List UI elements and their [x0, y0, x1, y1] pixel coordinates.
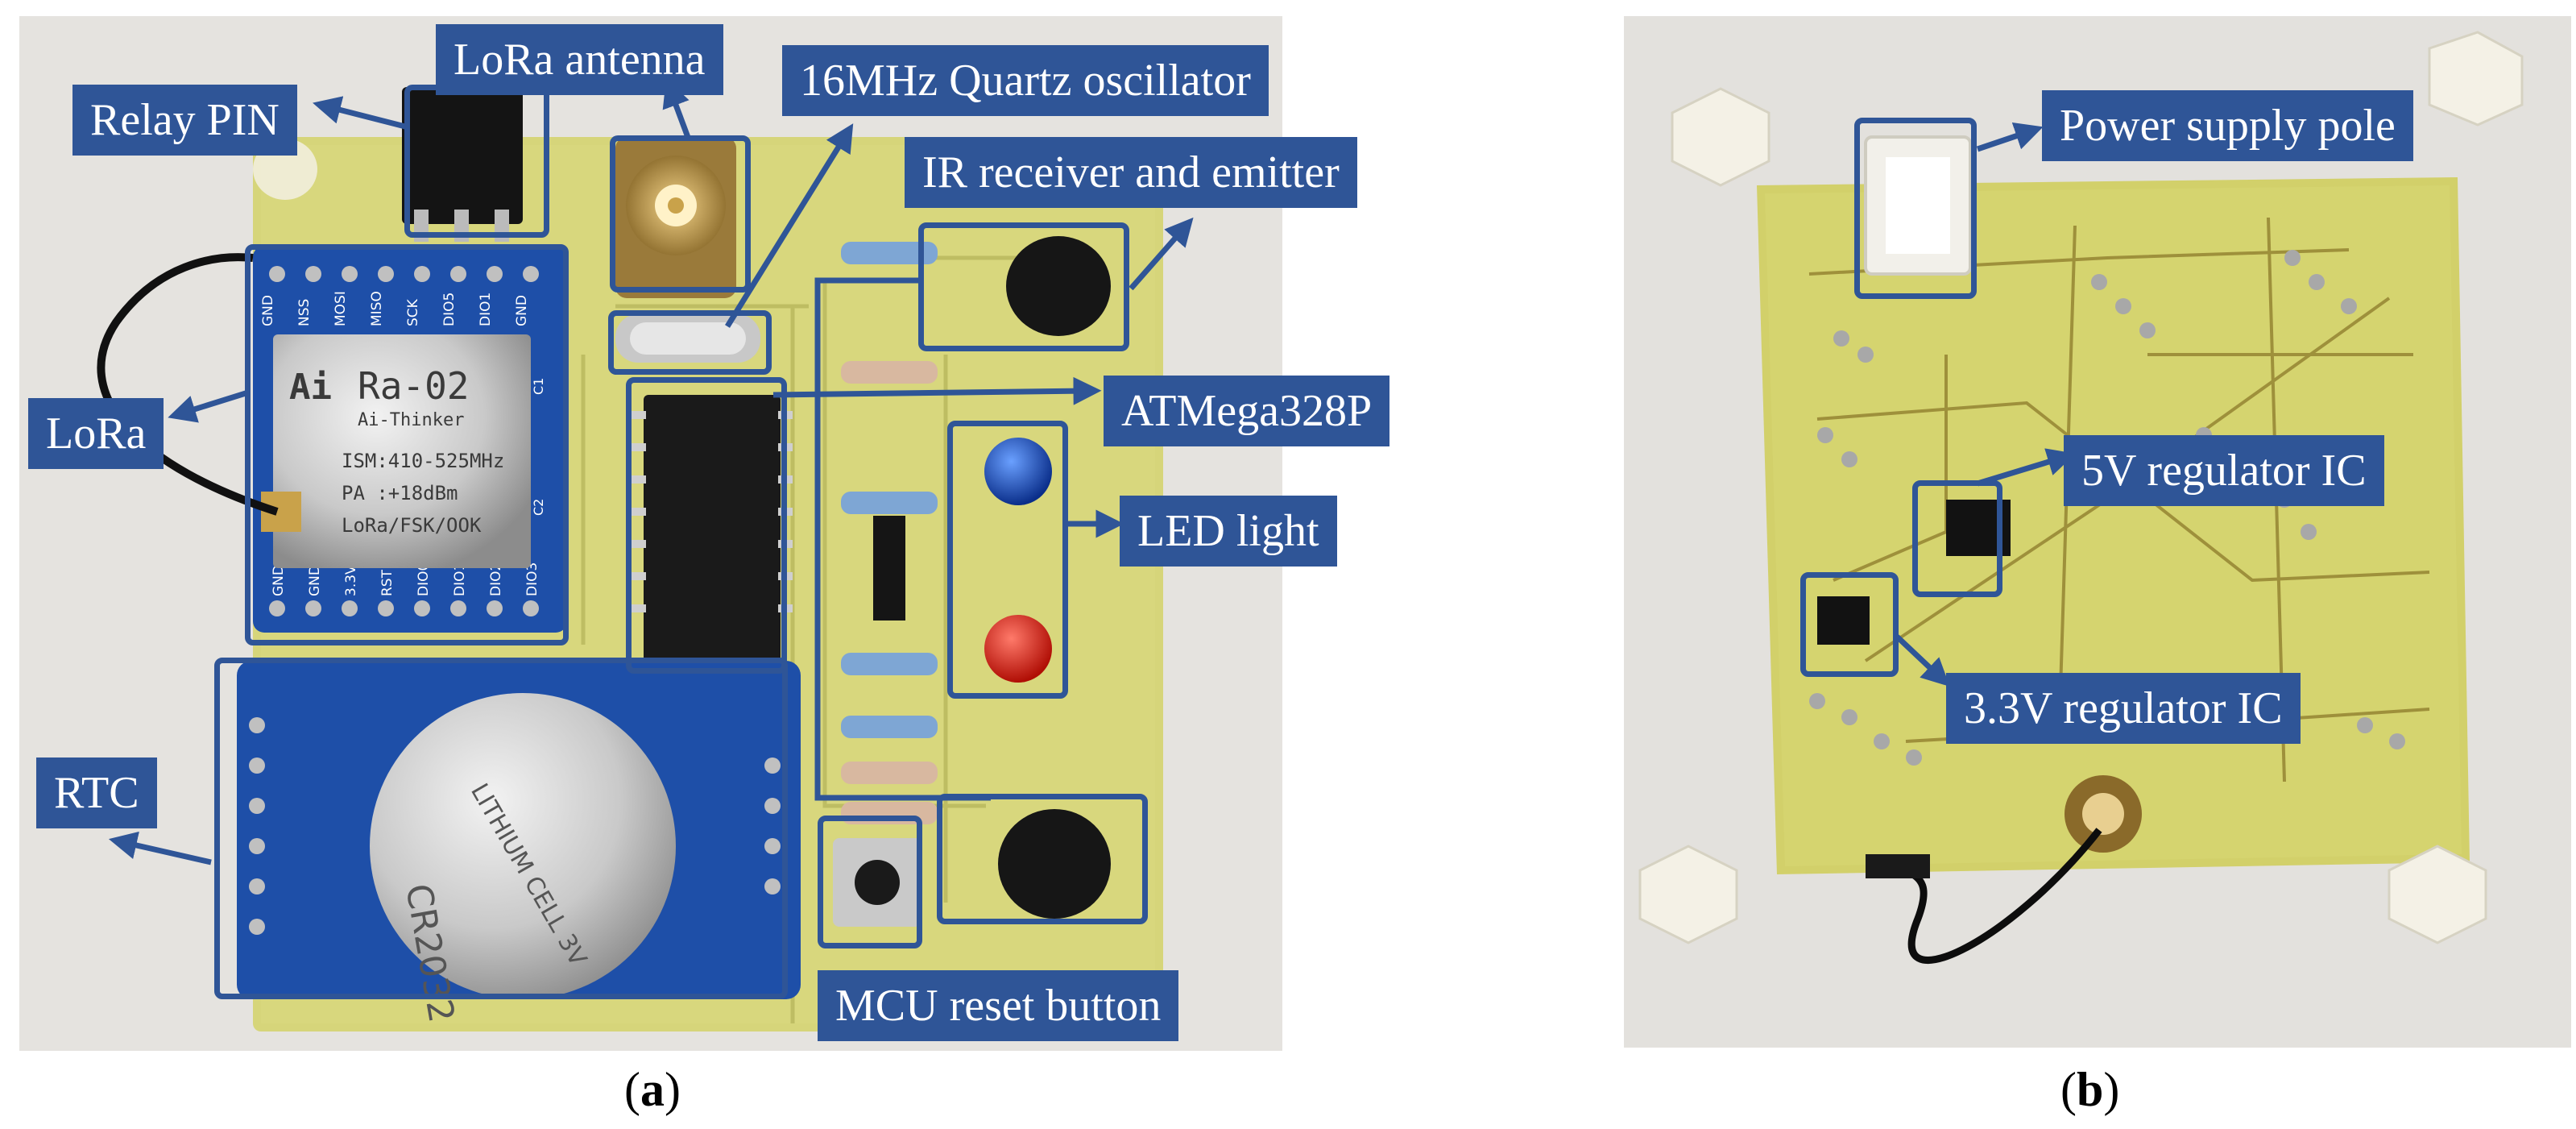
label-atmega: ATMega328P — [1104, 376, 1390, 446]
pin-label: GND — [271, 565, 287, 596]
pin-label: GND — [307, 565, 323, 596]
caption-a-letter: a — [640, 1063, 665, 1116]
box-3v3-regulator — [1800, 572, 1899, 677]
box-lora-module — [245, 244, 569, 645]
pin-label: DIO0 — [416, 562, 432, 596]
module-model: Ra-02 — [358, 364, 469, 408]
module-bottom-pins: GND GND 3.3V RST DIO0 DIO1 DIO2 DIO3 — [271, 562, 540, 596]
lora-shield — [273, 334, 531, 568]
module-top-pins: GND NSS MOSI MISO SCK DIO5 DIO1 GND — [260, 291, 530, 326]
box-ir-receiver — [918, 222, 1129, 351]
label-reset: MCU reset button — [818, 970, 1179, 1041]
caption-b: (b) — [2060, 1063, 2120, 1116]
caption-a: (a) — [624, 1063, 681, 1116]
pin-label: GND — [260, 295, 276, 326]
label-lora: LoRa — [28, 398, 164, 469]
label-rtc: RTC — [36, 758, 157, 828]
c2-label: C2 — [531, 499, 546, 516]
pin-label: DIO5 — [441, 293, 458, 326]
pin-label: DIO1 — [478, 293, 494, 326]
pin-label: GND — [514, 295, 530, 326]
box-led — [947, 421, 1068, 699]
box-reset — [818, 816, 922, 948]
pin-label: DIO3 — [524, 562, 540, 596]
module-pa: PA :+18dBm — [342, 482, 458, 504]
pin-label: 3.3V — [343, 565, 359, 596]
label-relay-pin: Relay PIN — [72, 85, 297, 156]
module-brand: Ai — [289, 367, 332, 408]
box-atmega — [626, 377, 787, 674]
pin-label: RST — [379, 569, 396, 596]
pin-label: DIO2 — [488, 562, 504, 596]
label-quartz: 16MHz Quartz oscillator — [782, 45, 1269, 116]
module-ism: ISM:410-525MHz — [342, 450, 504, 472]
label-power-supply: Power supply pole — [2042, 90, 2413, 161]
module-maker: Ai-Thinker — [358, 410, 464, 430]
label-ir: IR receiver and emitter — [905, 137, 1357, 208]
box-5v-regulator — [1912, 480, 2002, 597]
label-5v-regulator: 5V regulator IC — [2064, 435, 2384, 506]
pcb-bottom-photo — [1624, 16, 2571, 1048]
label-lora-antenna: LoRa antenna — [436, 24, 723, 95]
c1-label: C1 — [531, 378, 546, 395]
box-quartz — [608, 310, 772, 375]
coin-cell-battery — [370, 693, 676, 999]
caption-b-letter: b — [2076, 1063, 2104, 1116]
pin-label: NSS — [296, 299, 313, 326]
box-relay-pin — [404, 85, 549, 238]
box-lora-antenna — [610, 135, 751, 293]
label-3v3-regulator: 3.3V regulator IC — [1946, 673, 2301, 744]
label-led: LED light — [1120, 496, 1337, 567]
pin-label: MISO — [369, 291, 385, 326]
box-ir-emitter — [937, 794, 1148, 924]
module-mode: LoRa/FSK/OOK — [342, 514, 482, 537]
box-rtc — [214, 658, 788, 999]
box-power-pole — [1854, 118, 1977, 299]
pin-label: DIO1 — [452, 562, 468, 596]
photo-panel-b — [1624, 16, 2571, 1048]
pin-label: MOSI — [333, 291, 349, 326]
pin-label: SCK — [405, 298, 421, 326]
